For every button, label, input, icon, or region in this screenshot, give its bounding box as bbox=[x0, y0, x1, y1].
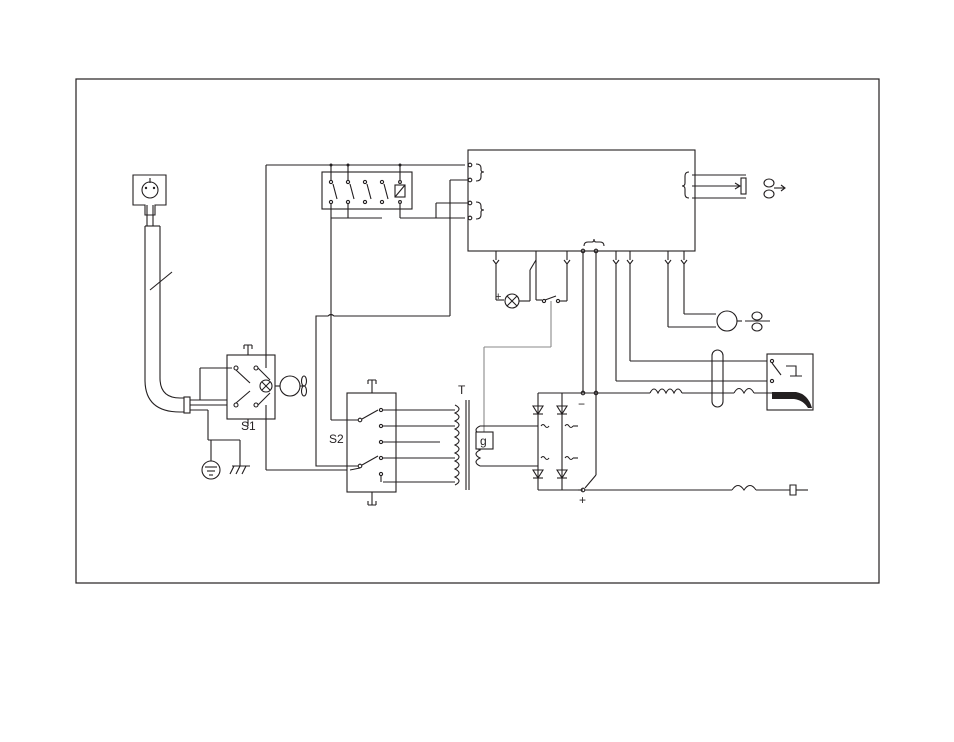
earth-clamp-cable bbox=[585, 485, 808, 495]
fan-motor bbox=[275, 376, 307, 396]
generator-label: g bbox=[480, 434, 487, 448]
plus-bottom-label: + bbox=[579, 493, 586, 507]
wire-feed-motor bbox=[668, 264, 770, 331]
minus-label: − bbox=[578, 397, 585, 411]
transformer-label: T bbox=[458, 383, 466, 397]
chassis-ground-symbol bbox=[230, 440, 250, 474]
mains-plug bbox=[133, 175, 166, 226]
torch-control-wires bbox=[616, 264, 772, 407]
rectifier-bridge bbox=[533, 391, 620, 492]
transformer-t bbox=[455, 400, 538, 490]
protective-earth-symbol bbox=[202, 440, 240, 479]
contactor-relay bbox=[266, 164, 465, 421]
s2-label: S2 bbox=[329, 432, 344, 446]
output-inductor-torch bbox=[596, 389, 772, 394]
control-board bbox=[436, 150, 746, 393]
wire-feed-speed-symbol bbox=[764, 179, 785, 198]
lamp-plus-label: + bbox=[495, 291, 501, 303]
mains-cable bbox=[145, 226, 232, 440]
s1-label: S1 bbox=[241, 419, 256, 433]
voltage-selector-s2 bbox=[316, 315, 455, 506]
main-switch-s1 bbox=[200, 345, 350, 470]
